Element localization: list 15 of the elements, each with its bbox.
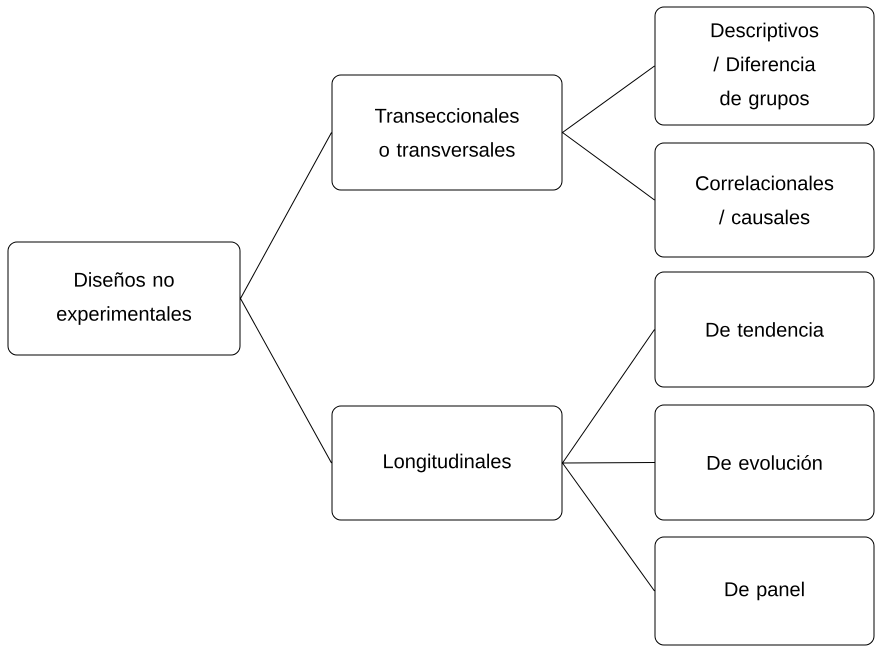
category-box: Correlacionales / causales bbox=[654, 142, 874, 258]
connector-line bbox=[562, 462, 655, 592]
connector-line bbox=[562, 65, 655, 133]
category-box: Transeccionales o transversales bbox=[332, 74, 562, 190]
connector-line bbox=[562, 132, 655, 200]
category-box: De tendencia bbox=[654, 271, 874, 388]
connector-line bbox=[240, 298, 332, 464]
connector-line bbox=[562, 462, 655, 464]
category-box: De panel bbox=[654, 536, 874, 646]
category-box: Descriptivos / Diferencia de grupos bbox=[654, 6, 874, 126]
category-box: Longitudinales bbox=[332, 405, 562, 520]
category-box: Diseños no experimentales bbox=[8, 241, 240, 356]
category-box: De evolución bbox=[654, 404, 874, 520]
connector-line bbox=[562, 328, 655, 464]
connector-line bbox=[240, 132, 332, 299]
